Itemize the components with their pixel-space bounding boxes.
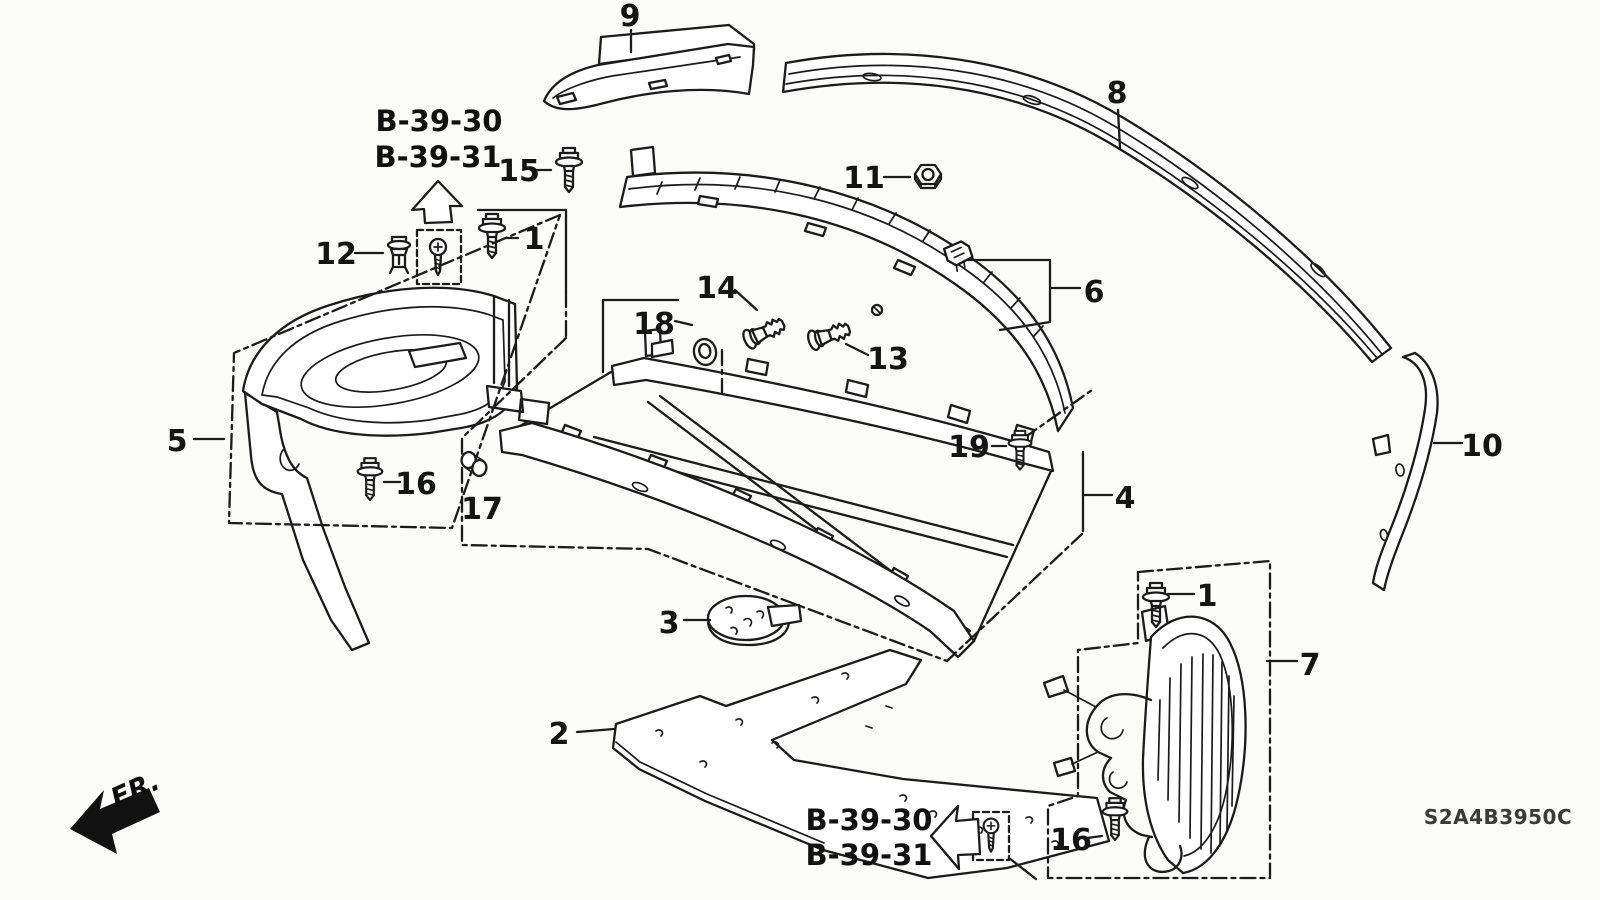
leader-16-right <box>1085 834 1104 840</box>
leader-13 <box>844 342 870 357</box>
callout-13: 13 <box>867 342 909 377</box>
callout-1-top: 1 <box>524 222 545 257</box>
part-14-clip-glyph <box>739 313 789 352</box>
fr-direction-marker: FR. <box>70 766 165 854</box>
part-18-group-bracket <box>601 298 680 374</box>
part-1-top-bolt-glyph <box>477 212 507 260</box>
callout-5: 5 <box>167 424 188 459</box>
callout-16-left: 16 <box>395 467 437 502</box>
callout-labels: 9 8 15 1 12 11 6 14 18 13 5 16 17 19 4 1… <box>167 0 1503 858</box>
part-17-region-boundary <box>460 336 1084 663</box>
up-arrow-icon <box>410 179 464 225</box>
part-11-nut-glyph <box>913 163 943 190</box>
part-6-rail-drawing <box>618 145 1075 433</box>
ref-bottom-line1: B-39-30 <box>806 803 933 837</box>
boundary-lines <box>227 208 1272 881</box>
part-6-bracket-line <box>966 258 1082 332</box>
part-18-grommet-glyph <box>690 335 720 369</box>
part-12-clip-glyph <box>386 235 412 275</box>
bottom-corner-line <box>1007 856 1038 881</box>
part-9-bracket-drawing <box>542 23 756 111</box>
part-17-clip-glyph <box>458 449 490 479</box>
callout-16-right: 16 <box>1050 823 1092 858</box>
fr-arrow-icon <box>70 788 160 854</box>
callout-8: 8 <box>1107 76 1128 111</box>
leader-8 <box>1116 108 1122 150</box>
part-13-clip-glyph <box>804 318 854 353</box>
callout-2: 2 <box>549 717 570 752</box>
part-7-boundary-box <box>1046 559 1272 880</box>
callout-12: 12 <box>315 237 357 272</box>
part-16-left-bolt-glyph <box>356 457 384 502</box>
callout-14: 14 <box>696 271 738 306</box>
part-8-rear-beam-drawing <box>781 52 1393 364</box>
part-6-clip-glyph <box>942 240 974 273</box>
leader-14 <box>733 288 759 312</box>
callout-11: 11 <box>843 161 885 196</box>
callout-17: 17 <box>461 492 503 527</box>
diagram-code: S2A4B3950C <box>1424 805 1572 829</box>
ref-top-line2: B-39-31 <box>375 140 502 174</box>
part-3-grommet-plate-drawing <box>706 594 803 647</box>
fasteners <box>356 146 1171 853</box>
callout-15: 15 <box>498 154 540 189</box>
part-10-side-strip-drawing <box>1371 351 1439 592</box>
leader-lines <box>192 28 1464 840</box>
part-15-bolt-glyph <box>554 146 584 194</box>
ref-top-line1: B-39-30 <box>376 104 503 138</box>
callout-10: 10 <box>1461 429 1503 464</box>
callout-9: 9 <box>620 0 641 34</box>
callout-1-right: 1 <box>1197 579 1218 614</box>
part-4-upper-boundary <box>1022 388 1094 440</box>
callout-18: 18 <box>633 307 675 342</box>
left-arrow-icon <box>929 804 982 871</box>
callout-3: 3 <box>659 606 680 641</box>
leader-2 <box>575 727 616 734</box>
callout-4: 4 <box>1115 481 1136 516</box>
part-1-top-corner-line <box>476 208 568 294</box>
leader-18 <box>673 319 694 327</box>
callout-19: 19 <box>948 430 990 465</box>
callout-7: 7 <box>1300 648 1321 683</box>
reference-block-bottom: B-39-30 B-39-31 <box>806 803 982 872</box>
part-7-right-corner-drawing <box>1042 604 1247 875</box>
reference-block-top: B-39-30 B-39-31 <box>375 104 503 225</box>
part-5-boundary-box <box>227 213 562 530</box>
callout-6: 6 <box>1084 275 1105 310</box>
screw-dashed-box-top <box>415 228 463 286</box>
part-5-left-corner-drawing <box>241 286 551 652</box>
ref-bottom-line2: B-39-31 <box>806 838 933 872</box>
